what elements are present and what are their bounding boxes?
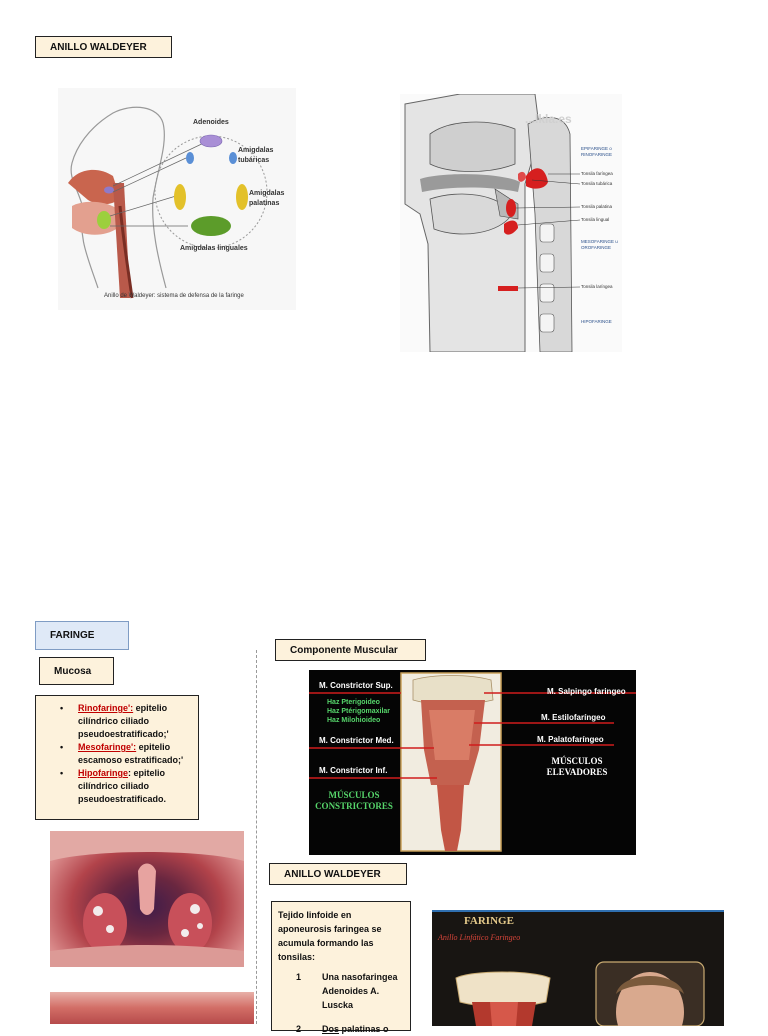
list-item: Mesofaringe': epitelio escamoso estratif… [60, 741, 194, 767]
title-componente-muscular: Componente Muscular [275, 639, 426, 661]
list-item: 1 Una nasofaringea Adenoides A. Luscka [296, 972, 398, 1010]
label-amigdalas-linguales: Amigdalas linguales [180, 245, 248, 252]
tonsil-list: 1 Una nasofaringea Adenoides A. Luscka 2… [278, 970, 404, 1036]
label-musculos-constrictores: MÚSCULOS CONSTRICTORES [315, 790, 393, 811]
label-estilofaringeo: M. Estilofaríngeo [541, 713, 606, 722]
label-palatofaringeo: M. Palatofaríngeo [537, 735, 604, 744]
muscle-diagram: M. Constrictor Sup. Haz Pterigoideo Haz … [309, 670, 636, 855]
title-anillo-waldeyer-2: ANILLO WALDEYER [269, 863, 407, 885]
label-haz-pterigoideo: Haz Pterigoideo [327, 699, 380, 706]
faringe-figure-subtitle: Anillo Linfático Faringeo [438, 933, 521, 942]
title-faringe: FARINGE [35, 621, 129, 650]
faringe-figure-shapes [455, 961, 705, 1026]
mucosa-list-box: Rinofaringe': epitelio cilíndrico ciliad… [35, 695, 199, 820]
label-haz-milohioideo: Haz Milohioideo [327, 717, 381, 724]
list-item: 2 Dos palatinas o [296, 1024, 389, 1034]
throat-photo-second [50, 992, 254, 1024]
label-constrictor-inf: M. Constrictor Inf. [319, 766, 388, 775]
column-divider [256, 650, 257, 1024]
label-amigdalas-tubaricas: Amigdalas tubáricas [238, 147, 274, 164]
label-tonsila-faringea: Tonsila faríngea [581, 171, 613, 176]
label-epifaringe: EPIFARINGE o RINOFARINGE [581, 146, 613, 157]
label-tonsila-tubarica: Tonsila tubárica [581, 181, 613, 186]
label-hipofaringe: HIPOFARINGE [581, 319, 612, 324]
label-tonsila-laringea: Tonsila laríngea [581, 284, 613, 289]
label-haz-pterigomaxilar: Haz Ptérigomaxilar [327, 708, 391, 715]
label-amigdalas-palatinas: Amigdalas palatinas [249, 190, 285, 207]
mucosa-list: Rinofaringe': epitelio cilíndrico ciliad… [36, 696, 198, 806]
label-musculos-elevadores: MÚSCULOS ELEVADORES [546, 756, 608, 777]
watermark: ...lkla.es [525, 112, 572, 126]
muscle-illustration [309, 672, 636, 852]
title-mucosa: Mucosa [39, 657, 114, 685]
label-tonsila-palatina: Tonsila palatina [581, 204, 613, 209]
sagittal-illustration [400, 94, 622, 352]
sagittal-pharynx-diagram: ...lkla.es EPIFARINGE o RINOFARINGE Tons… [400, 94, 622, 352]
label-constrictor-sup: M. Constrictor Sup. [319, 681, 393, 690]
waldeyer-intro: Tejido linfoide en aponeurosis faringea … [278, 910, 382, 962]
list-item: Hipofaringe: epitelio cilíndrico ciliado… [60, 767, 194, 806]
faringe-figure-title: FARINGE [464, 915, 514, 927]
faringe-lymphatic-ring-figure: FARINGE Anillo Linfático Faringeo [432, 910, 724, 1026]
figure-caption: Anillo de Waldeyer: sistema de defensa d… [104, 293, 244, 299]
label-tonsila-lingual: Tonsila lingual [581, 217, 610, 222]
waldeyer-ring-diagram: Adenoides Amigdalas tubáricas Amigdalas … [58, 88, 296, 310]
label-adenoides: Adenoides [193, 119, 229, 126]
head-illustration [68, 106, 268, 299]
label-salpingo-faringeo: M. Salpingo faringeo [547, 687, 626, 696]
throat-photo-tonsillitis [50, 831, 244, 967]
list-item: Rinofaringe': epitelio cilíndrico ciliad… [60, 702, 194, 741]
waldeyer-text-box: Tejido linfoide en aponeurosis faringea … [271, 901, 411, 1034]
throat-photo-shapes [50, 831, 244, 967]
label-constrictor-med: M. Constrictor Med. [319, 736, 394, 745]
title-anillo-waldeyer: ANILLO WALDEYER [35, 36, 172, 58]
label-mesofaringe: MESOFARINGE u OROFARINGE [581, 239, 618, 250]
